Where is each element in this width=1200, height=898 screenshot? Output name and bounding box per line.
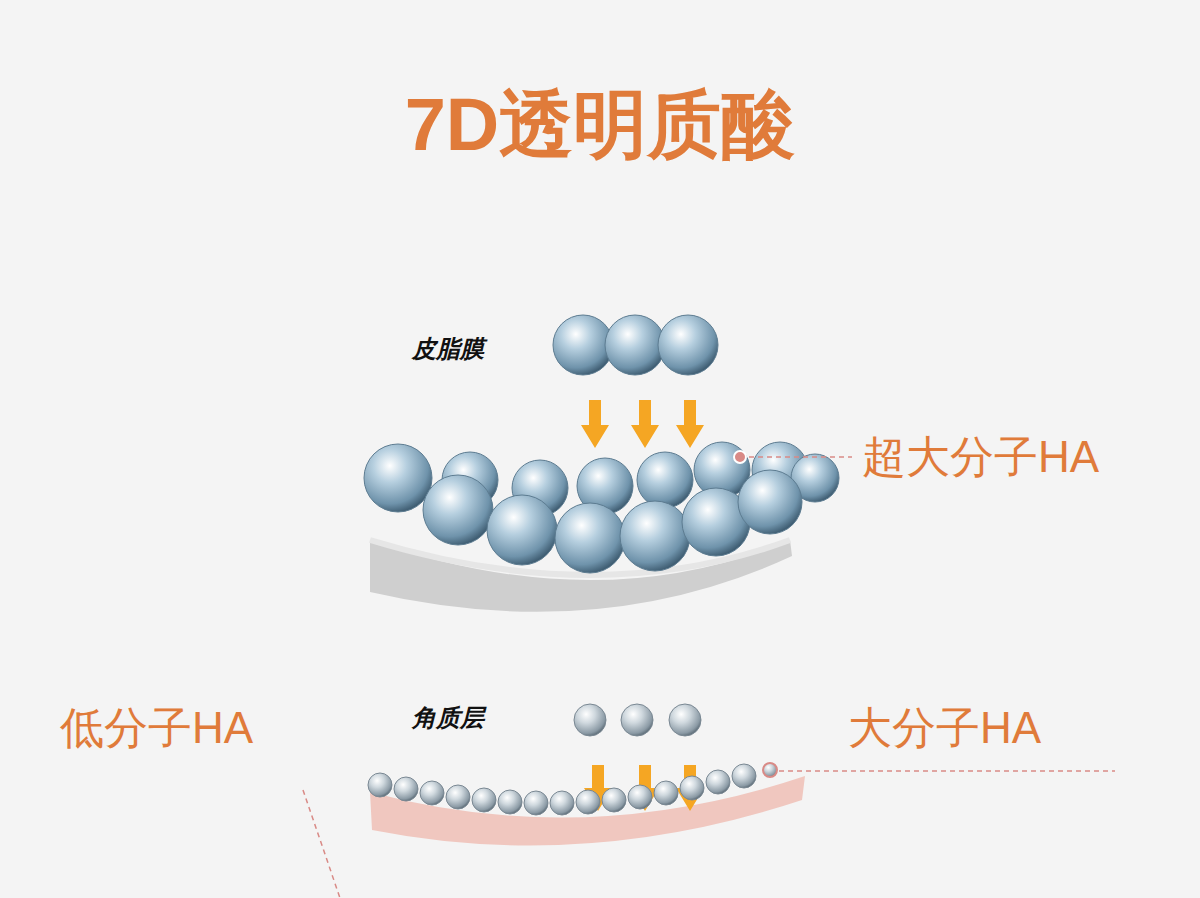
title: 7D透明质酸 [0, 84, 1200, 165]
penetration-arrows [584, 765, 704, 811]
ha-film-layer [364, 442, 839, 573]
leader-dot [734, 451, 746, 463]
leader-line [740, 456, 852, 458]
leader-line [770, 770, 1115, 772]
callout-label: 低分子HA [60, 704, 253, 752]
callout-label: 超大分子HA [862, 433, 1099, 481]
ha-molecules-low [574, 704, 701, 736]
penetration-arrows [581, 400, 704, 448]
layer-label: 角质层 [412, 705, 484, 731]
ha-chain-layer [368, 764, 756, 815]
layer-label: 皮脂膜 [412, 336, 484, 362]
leader-line [303, 790, 340, 898]
leader-dot [763, 763, 777, 777]
callout-label: 大分子HA [848, 704, 1041, 752]
ha-molecules-top [553, 315, 718, 375]
